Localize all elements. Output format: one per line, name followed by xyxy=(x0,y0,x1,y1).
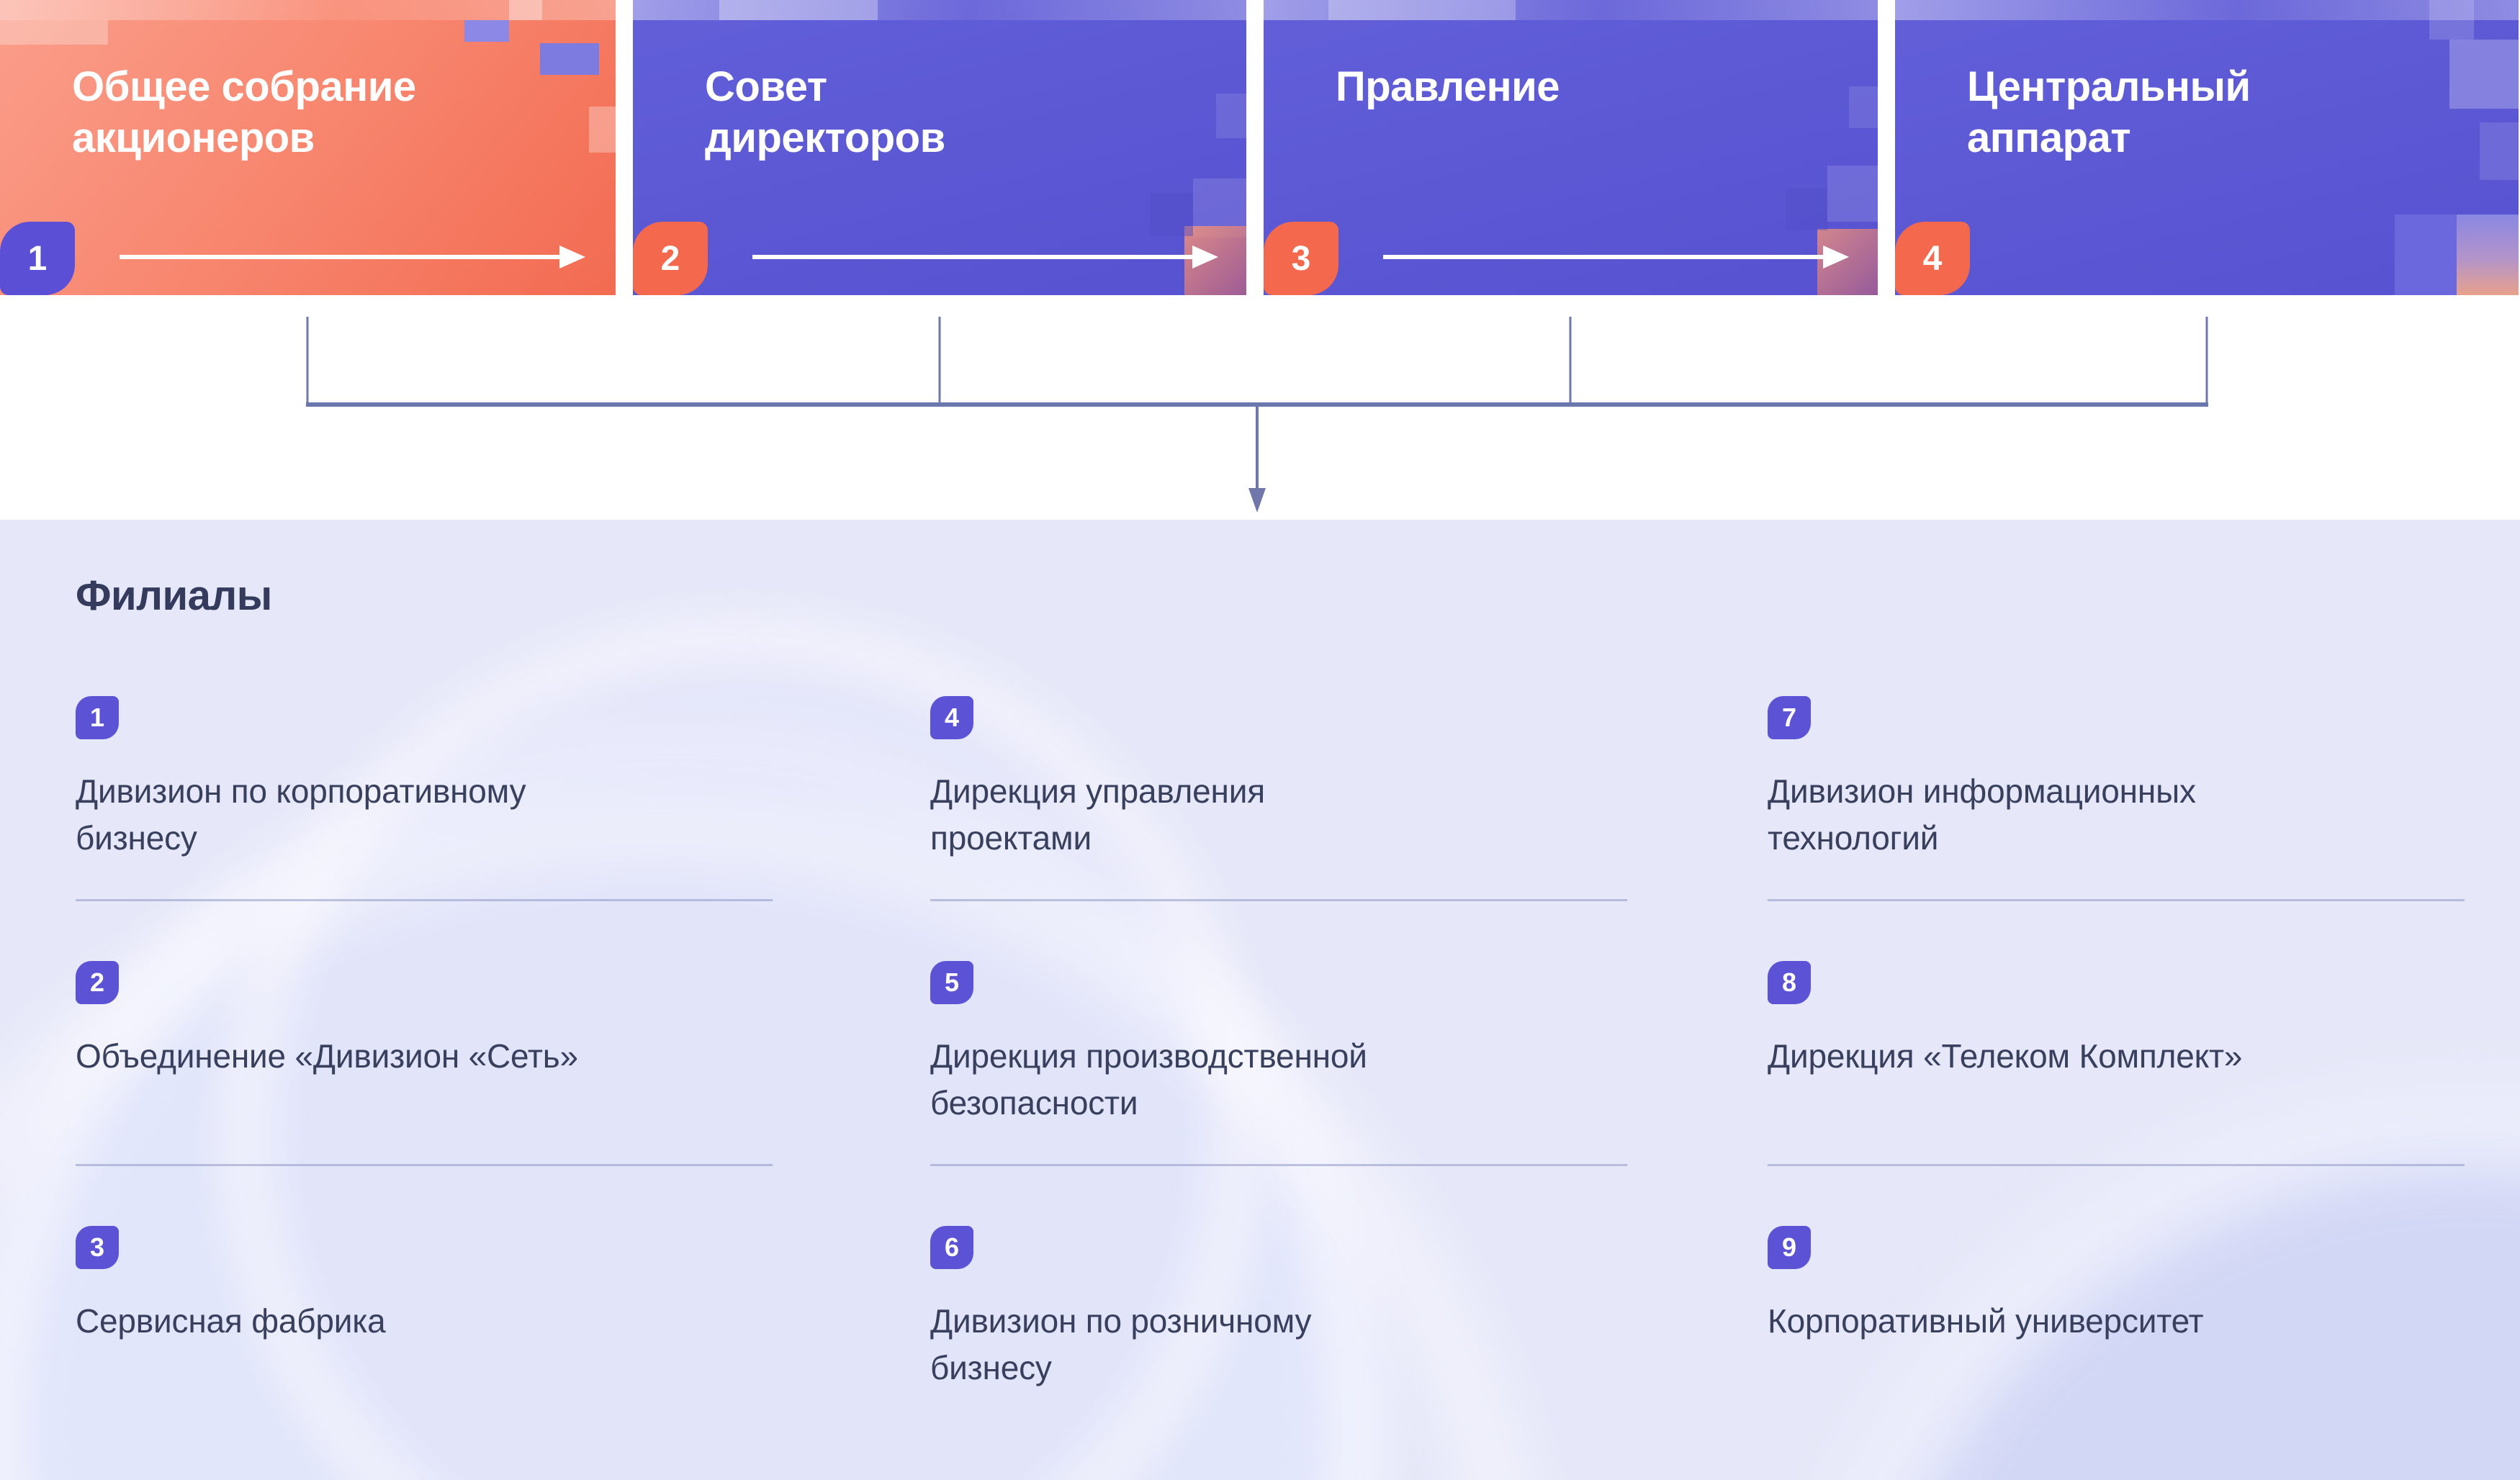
branch-item-divider xyxy=(76,1164,773,1166)
decor-square xyxy=(1216,94,1246,138)
branch-item-label: Объединение «Дивизион «Сеть» xyxy=(76,1037,578,1075)
decor-square xyxy=(464,20,509,42)
arrow-right-icon xyxy=(752,255,1193,259)
branch-item-divider xyxy=(76,899,773,901)
decor-band xyxy=(1895,0,2519,20)
branch-item-badge: 1 xyxy=(76,696,119,739)
branch-item-label: Дивизион по корпоративному бизнесу xyxy=(76,772,526,857)
decor-square xyxy=(589,107,616,153)
decor-square xyxy=(0,20,108,45)
shell-graphic xyxy=(1764,1078,2520,1480)
branch-item-divider xyxy=(1768,1164,2465,1166)
decor-square xyxy=(1827,166,1878,222)
branch-item-badge: 2 xyxy=(76,961,119,1004)
governance-card-2: Совет директоров 2 xyxy=(633,0,1246,295)
branch-item-badge: 4 xyxy=(930,696,973,739)
decor-square xyxy=(2449,40,2519,109)
branch-item-divider xyxy=(1768,899,2465,901)
governance-card-4: Центральный аппарат 4 xyxy=(1895,0,2519,295)
branch-item-badge: 5 xyxy=(930,961,973,1004)
branch-item-label: Сервисная фабрика xyxy=(76,1302,386,1340)
card-number-badge: 2 xyxy=(633,222,708,295)
decor-square xyxy=(509,0,542,20)
decor-square xyxy=(2480,122,2519,180)
hierarchy-connector xyxy=(306,317,2208,513)
arrow-right-icon xyxy=(1383,255,1824,259)
decor-square xyxy=(1849,86,1878,128)
decor-square xyxy=(540,43,599,75)
governance-card-3: Правление 3 xyxy=(1264,0,1878,295)
branch-item-label: Дирекция управления проектами xyxy=(930,772,1265,857)
decor-square xyxy=(1328,0,1516,20)
branch-item-badge: 7 xyxy=(1768,696,1811,739)
decor-square xyxy=(719,0,878,20)
branch-item-label: Корпоративный университет xyxy=(1768,1302,2204,1340)
card-number-badge: 4 xyxy=(1895,222,1970,295)
decor-square xyxy=(1786,189,1827,230)
decor-band xyxy=(0,0,616,20)
arrow-down-icon xyxy=(1248,405,1266,513)
shell-graphic xyxy=(0,790,1562,1480)
governance-card-1: Общее собрание акционеров 1 xyxy=(0,0,616,295)
decor-band xyxy=(1264,0,1878,20)
branch-item-badge: 3 xyxy=(76,1226,119,1269)
card-number-badge: 3 xyxy=(1264,222,1338,295)
decor-square xyxy=(1150,193,1193,236)
card-title: Центральный аппарат xyxy=(1967,63,2251,161)
decor-band xyxy=(633,0,1246,20)
card-number-badge: 1 xyxy=(0,222,75,295)
card-title: Правление xyxy=(1336,63,1560,110)
branch-item-badge: 6 xyxy=(930,1226,973,1269)
decor-square xyxy=(2395,215,2457,295)
branches-heading: Филиалы xyxy=(76,572,272,619)
card-title: Общее собрание акционеров xyxy=(72,63,416,161)
arrow-right-icon xyxy=(120,255,560,259)
branch-item-badge: 9 xyxy=(1768,1226,1811,1269)
branch-item-label: Дивизион по розничному бизнесу xyxy=(930,1302,1312,1387)
card-title: Совет директоров xyxy=(705,63,945,161)
decor-square xyxy=(2429,0,2474,40)
governance-cards: Общее собрание акционеров 1 Совет директор… xyxy=(0,0,2520,295)
branch-item-badge: 8 xyxy=(1768,961,1811,1004)
decor-square xyxy=(2457,215,2519,295)
branch-item-label: Дирекция «Телеком Комплект» xyxy=(1768,1037,2243,1075)
branch-item-label: Дивизион информационных технологий xyxy=(1768,772,2196,857)
branch-item-divider xyxy=(930,899,1627,901)
branch-item-label: Дирекция производственной безопасности xyxy=(930,1037,1367,1122)
branch-item-divider xyxy=(930,1164,1627,1166)
